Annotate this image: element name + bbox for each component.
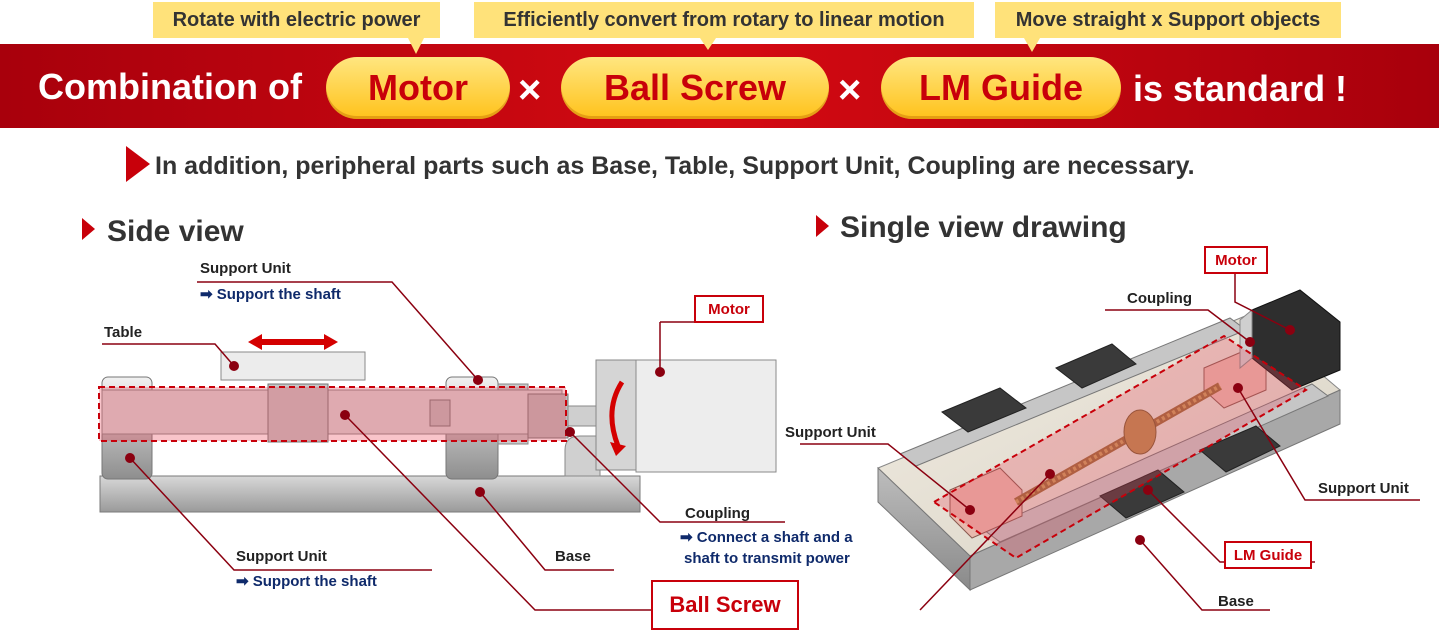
lm-block-3 — [1099, 469, 1185, 519]
support-unit-front — [949, 467, 1023, 539]
ball-nut-3d — [1123, 409, 1157, 455]
label-table: Table — [104, 324, 143, 341]
side-view-triangle-icon — [82, 218, 95, 240]
label-motor-side-text: Motor — [708, 300, 750, 318]
label-ball-screw-text: Ball Screw — [669, 592, 781, 617]
callout-ball-screw: Efficiently convert from rotary to linea… — [474, 2, 974, 38]
pill-motor: Motor — [326, 57, 510, 119]
callout-ball-screw-text: Efficiently convert from rotary to linea… — [503, 8, 945, 31]
label-coupling-desc-1: ➡ Connect a shaft and a — [680, 529, 853, 546]
label-support-unit-3d-right: Support Unit — [1318, 480, 1409, 497]
label-coupling-side: Coupling — [685, 505, 750, 522]
pill-ball-screw-text: Ball Screw — [603, 67, 787, 108]
times-sign-2: × — [838, 68, 862, 112]
label-motor-side: Motor — [694, 295, 764, 323]
callout-pointers — [408, 38, 1040, 54]
lm-block-2 — [1055, 343, 1137, 389]
ball-screw-highlight-3d — [932, 334, 1308, 560]
times-sign-1: × — [518, 68, 542, 112]
single-view-triangle-icon — [816, 215, 829, 237]
label-coupling-3d: Coupling — [1127, 290, 1192, 307]
callout-lm-guide: Move straight x Support objects — [995, 2, 1341, 38]
lm-block-4 — [1199, 425, 1281, 473]
single-view-drawing — [800, 270, 1420, 611]
label-motor-3d-text: Motor — [1215, 251, 1257, 269]
ball-screw-highlight — [98, 386, 567, 442]
label-base-side: Base — [555, 548, 591, 565]
pill-lm-guide: LM Guide — [881, 57, 1121, 119]
pill-motor-text: Motor — [368, 67, 468, 108]
rotation-arrow — [609, 380, 625, 447]
callout-motor-text: Rotate with electric power — [172, 8, 421, 31]
label-support-unit-top-desc: ➡ Support the shaft — [200, 286, 341, 303]
label-support-unit-bottom: Support Unit — [236, 548, 327, 565]
note-triangle-icon — [126, 146, 150, 182]
base-plate — [99, 475, 641, 513]
label-ball-screw: Ball Screw — [651, 580, 799, 630]
rail-front — [983, 383, 1329, 543]
label-support-unit-3d-left: Support Unit — [785, 424, 876, 441]
label-coupling-desc-2: shaft to transmit power — [684, 550, 850, 567]
callout-motor: Rotate with electric power — [153, 2, 440, 38]
label-support-unit-top: Support Unit — [200, 260, 291, 277]
banner-suffix: is standard ! — [1133, 68, 1348, 109]
callout-pointer-motor — [408, 38, 424, 54]
coupling-part — [527, 393, 569, 439]
lm-block-1 — [941, 387, 1027, 433]
callout-pointer-ball-screw — [700, 38, 716, 50]
label-motor-3d: Motor — [1204, 246, 1268, 274]
side-view-heading: Side view — [107, 215, 244, 248]
single-view-heading: Single view drawing — [840, 211, 1127, 244]
callout-pointer-lm-guide — [1024, 38, 1040, 52]
label-base-3d: Base — [1218, 593, 1254, 610]
note-text: In addition, peripheral parts such as Ba… — [155, 152, 1195, 180]
motor-body — [635, 359, 777, 473]
side-view-drawing — [98, 281, 785, 611]
pill-ball-screw: Ball Screw — [561, 57, 829, 119]
callout-lm-guide-text: Move straight x Support objects — [1015, 8, 1321, 31]
label-lm-guide-3d: LM Guide — [1224, 541, 1312, 569]
label-lm-guide-3d-text: LM Guide — [1233, 546, 1303, 564]
table-block — [220, 351, 366, 381]
label-support-unit-bottom-desc: ➡ Support the shaft — [236, 573, 377, 590]
pill-lm-guide-text: LM Guide — [919, 67, 1083, 108]
screw-shaft-3d — [1014, 382, 1222, 506]
ball-nut — [267, 383, 329, 443]
banner-prefix: Combination of — [38, 66, 302, 107]
